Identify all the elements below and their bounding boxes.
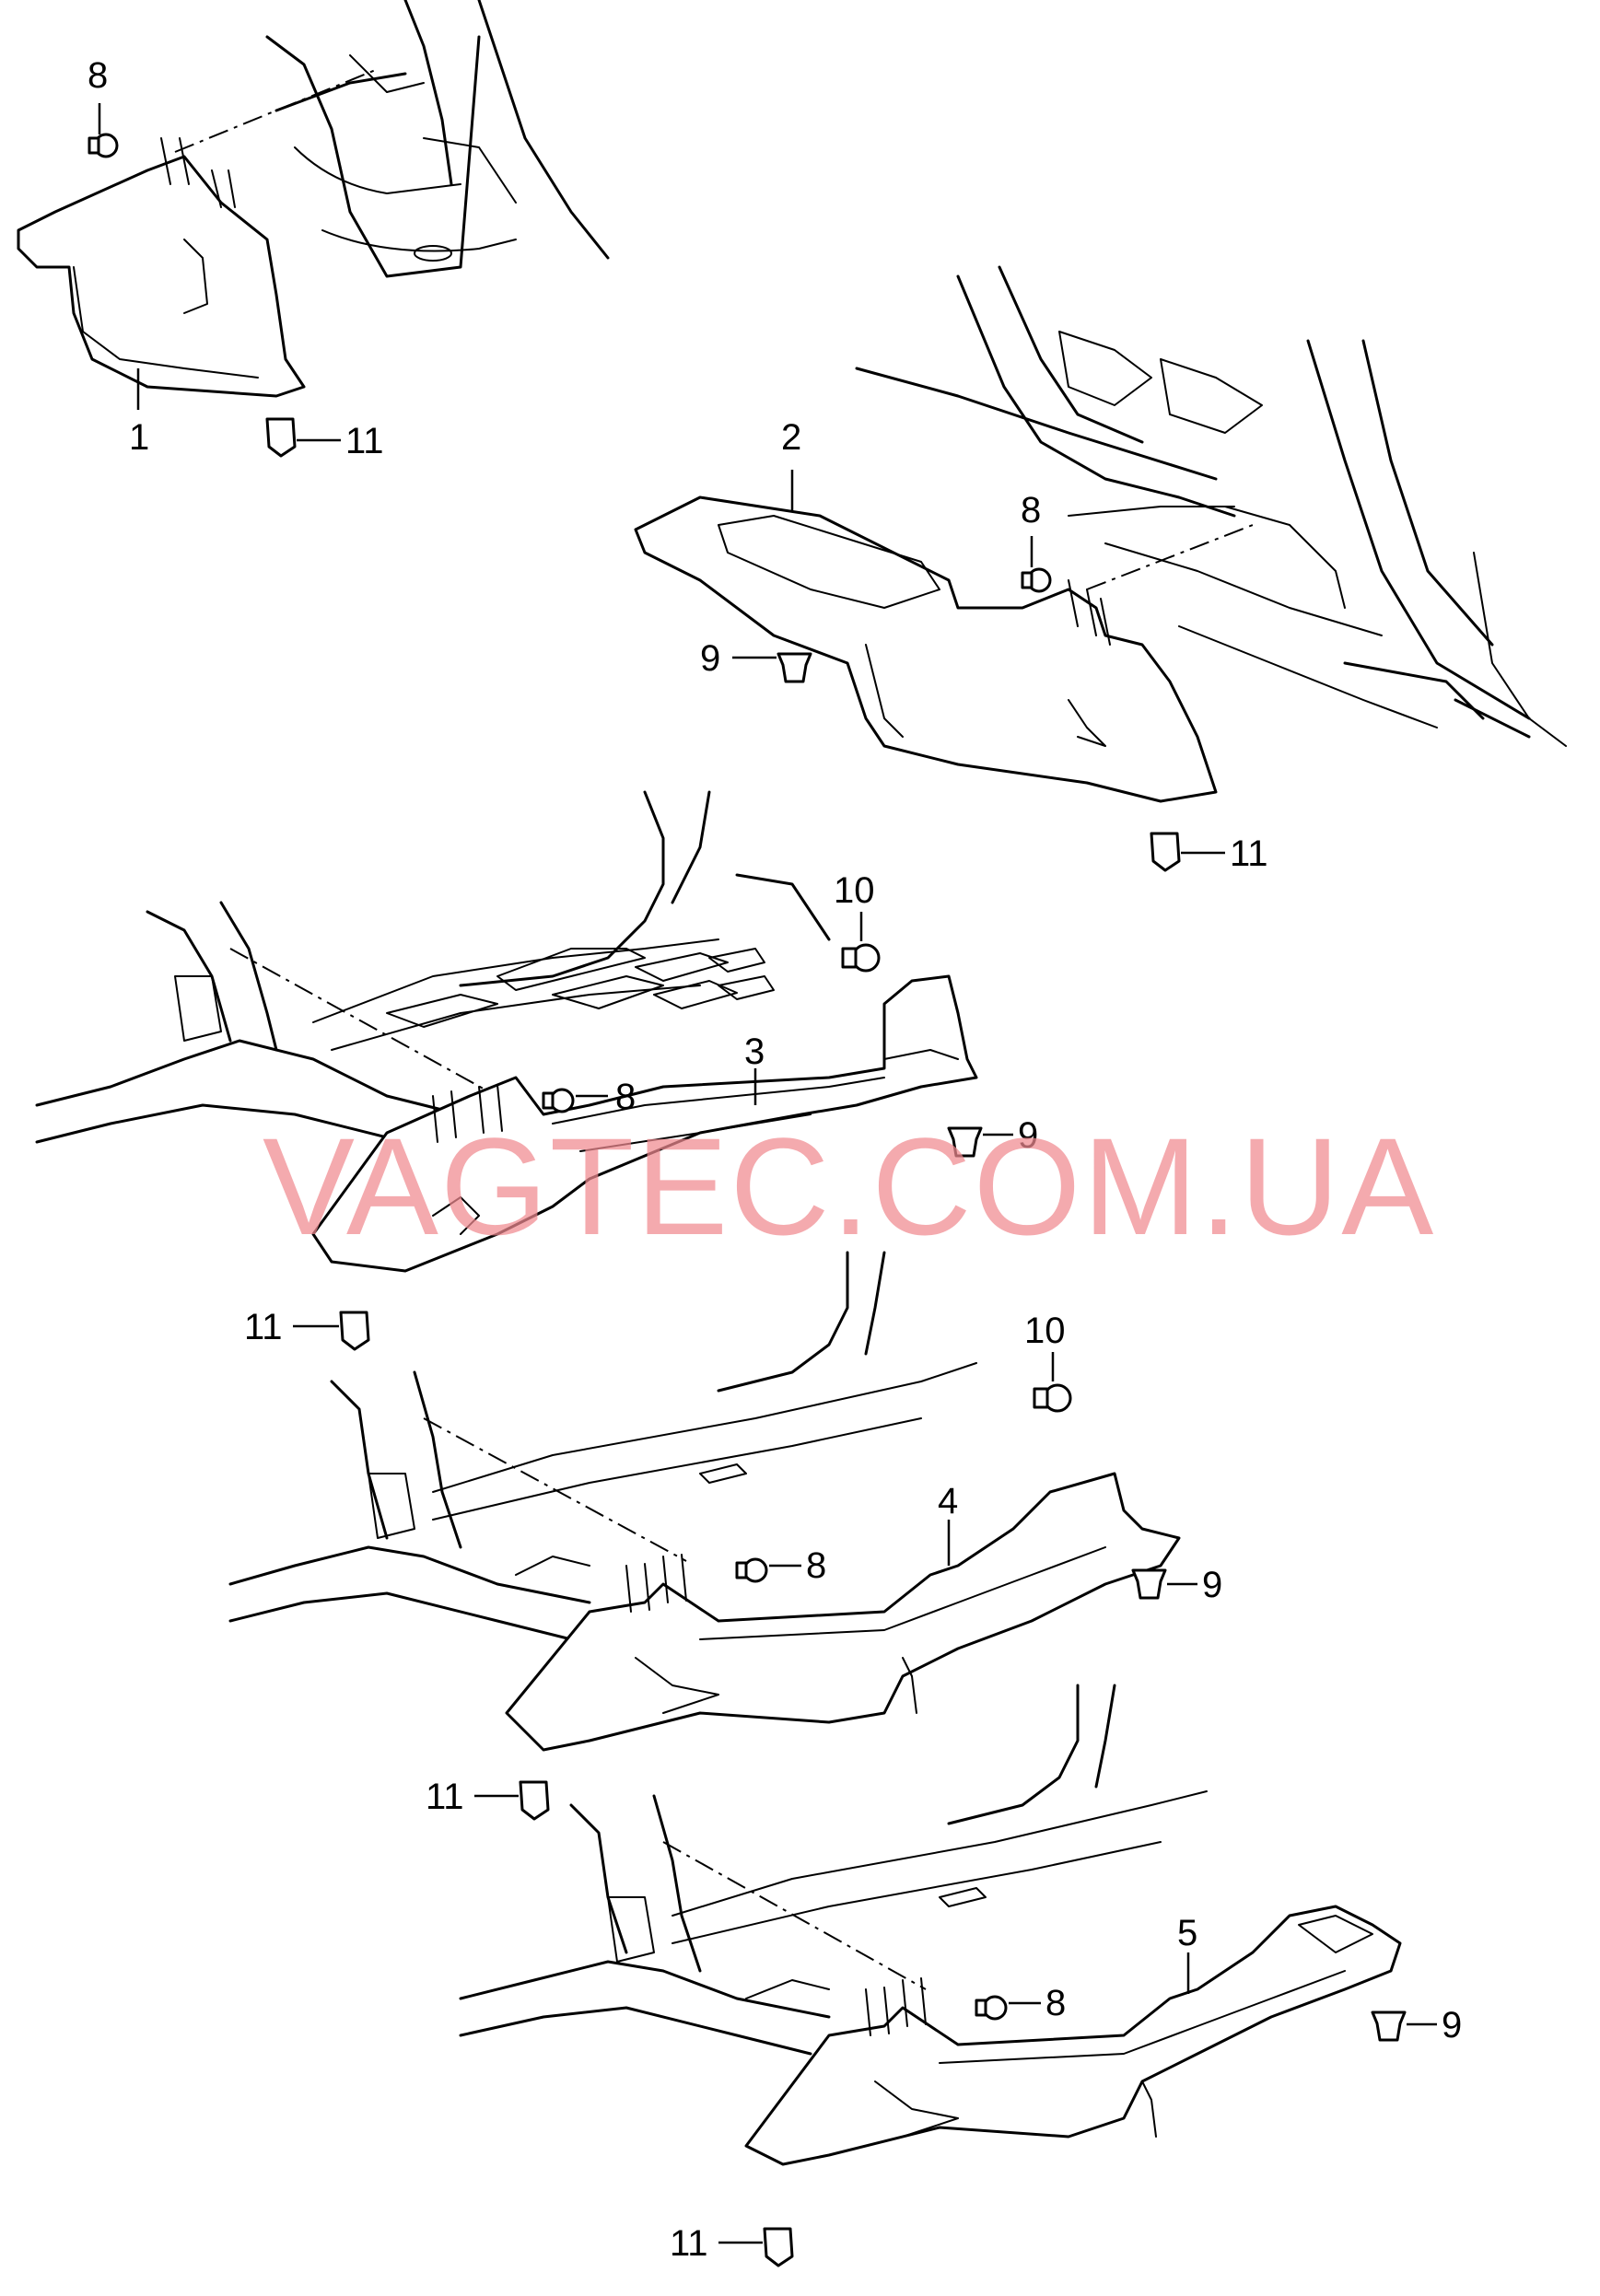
callout-5: 5 — [1177, 1913, 1197, 1953]
assembly-group-5 — [459, 1684, 1437, 2267]
callout-10b: 10 — [1024, 1311, 1066, 1351]
fastener-9d-icon — [1371, 2010, 1437, 2042]
body-frame-5 — [459, 1684, 1208, 2056]
callout-8d: 8 — [806, 1545, 826, 1586]
assembly-group-1 — [17, 0, 610, 458]
callout-11c: 11 — [244, 1307, 283, 1347]
callout-8e: 8 — [1045, 1983, 1066, 2023]
fastener-10a-icon — [841, 912, 881, 973]
callout-labels: 1 2 3 4 5 8 8 8 8 8 9 9 9 9 10 10 11 11 … — [88, 55, 1462, 2264]
callout-11d: 11 — [426, 1777, 464, 1817]
fastener-8c-icon — [542, 1088, 608, 1113]
watermark-text: VAGTEC.COM.UA — [263, 1109, 1435, 1264]
trim-panel-1 — [17, 137, 306, 398]
clip-11a-icon — [265, 417, 341, 458]
trim-panel-2 — [634, 470, 1218, 803]
fastener-10b-icon — [1033, 1352, 1072, 1413]
callout-11b: 11 — [1230, 833, 1268, 874]
fastener-8a-icon — [88, 103, 119, 158]
fastener-8d-icon — [735, 1557, 801, 1583]
callout-3: 3 — [744, 1031, 765, 1072]
assembly-group-2 — [634, 265, 1567, 872]
trim-panel-5 — [744, 1905, 1402, 2166]
callout-8a: 8 — [88, 55, 108, 96]
clip-11e-icon — [718, 2227, 794, 2267]
clip-11b-icon — [1150, 832, 1225, 872]
body-frame-1 — [265, 0, 610, 278]
callout-8b: 8 — [1021, 490, 1041, 530]
alignment-line-4 — [423, 1417, 687, 1562]
callout-9a: 9 — [700, 638, 720, 679]
callout-4: 4 — [938, 1481, 958, 1521]
callout-11a: 11 — [345, 421, 384, 461]
callout-9c: 9 — [1202, 1565, 1222, 1605]
assembly-group-3 — [35, 790, 1013, 1351]
fastener-8e-icon — [975, 1995, 1041, 2021]
callout-2: 2 — [781, 417, 801, 458]
alignment-line-2 — [1086, 524, 1254, 590]
body-frame-4 — [228, 1251, 977, 1641]
alignment-line-5 — [662, 1841, 927, 1990]
callout-8c: 8 — [615, 1077, 636, 1117]
callout-1: 1 — [129, 417, 149, 458]
trim-panel-4 — [505, 1472, 1181, 1752]
fastener-9b-icon — [947, 1126, 1013, 1158]
callout-9b: 9 — [1018, 1115, 1038, 1156]
trim-panel-3 — [311, 974, 978, 1273]
assembly-group-4 — [228, 1251, 1197, 1821]
fastener-8b-icon — [1021, 536, 1052, 593]
callout-9d: 9 — [1442, 2005, 1462, 2045]
body-frame-3 — [35, 790, 831, 1162]
clip-11d-icon — [474, 1780, 550, 1821]
fastener-9a-icon — [732, 652, 812, 683]
clip-11c-icon — [293, 1311, 370, 1351]
alignment-line-3 — [229, 948, 489, 1092]
callout-11e: 11 — [670, 2223, 708, 2264]
fastener-9c-icon — [1131, 1568, 1197, 1600]
body-frame-2 — [855, 265, 1567, 747]
callout-10a: 10 — [834, 870, 875, 911]
